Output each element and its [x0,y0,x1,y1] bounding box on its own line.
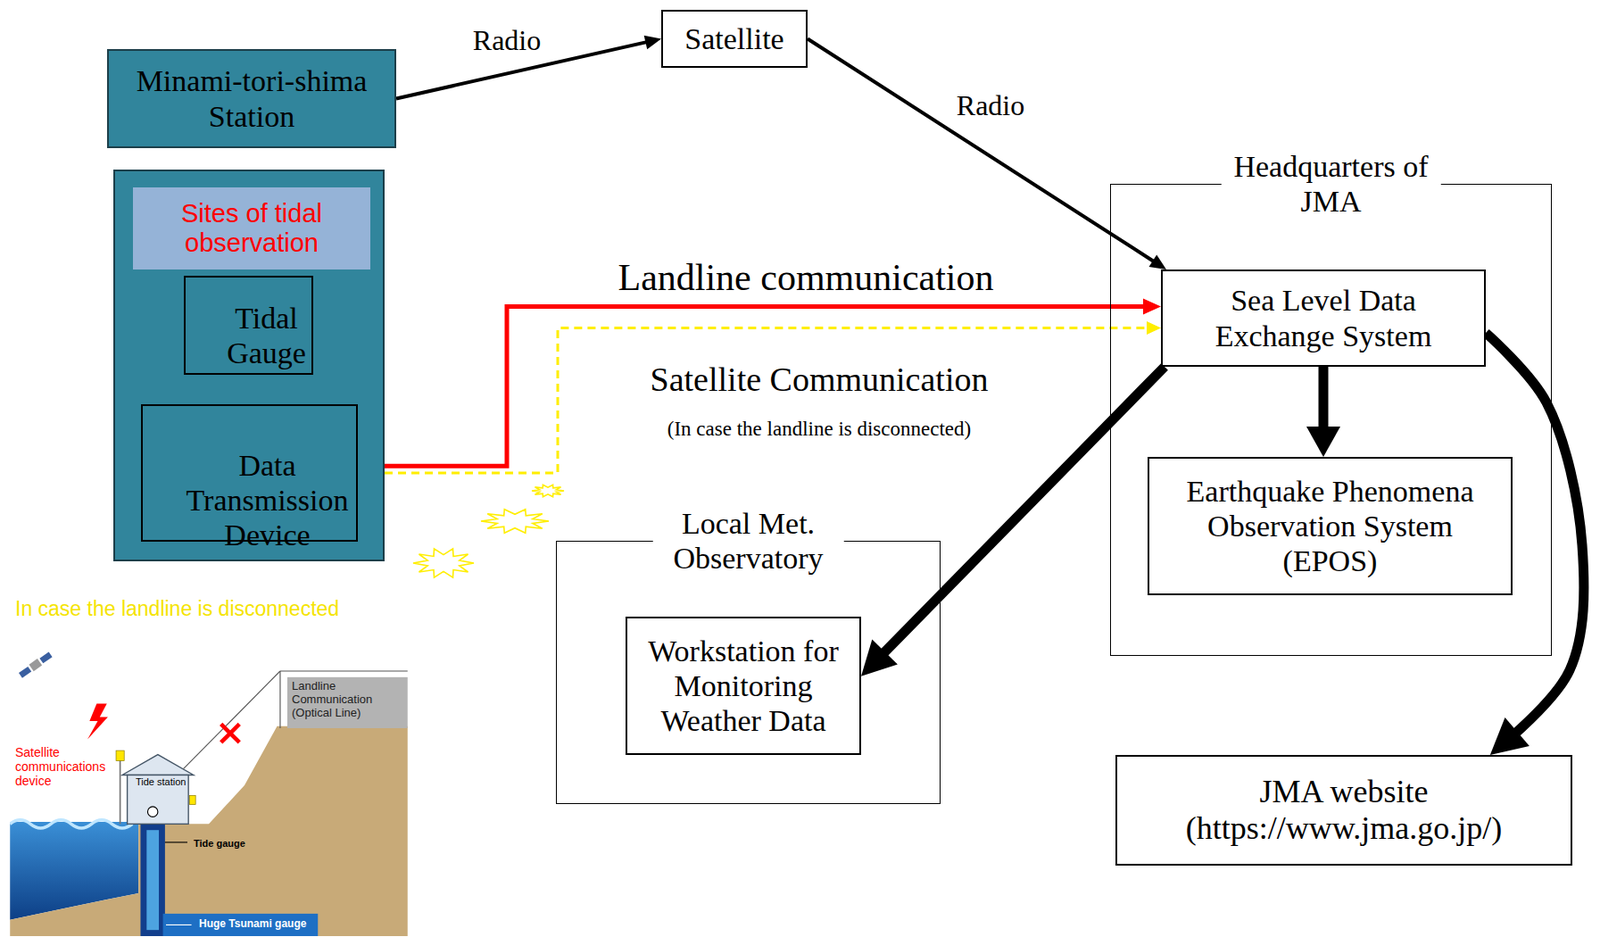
connector-line [357,306,1161,466]
disconnection-burst [480,509,549,534]
station-box: Minami-tori-shima Station [107,49,397,149]
arrowhead [1143,298,1161,315]
wave [9,820,133,829]
hq-region: Headquarters of JMASea Level Data Exchan… [1110,183,1552,656]
illustration-label: Landline Communication (Optical Line) [291,679,408,721]
landline-wire [280,670,408,672]
connector-line [357,327,1161,473]
disconnection-burst [531,484,564,497]
observatory-region: Local Met. ObservatoryWorkstation for Mo… [555,540,941,805]
workstation-box: Workstation for Monitoring Weather Data [625,616,862,755]
landline-panel [287,677,408,729]
hut-roof [122,754,194,776]
arrowhead [1490,717,1530,755]
satellite-arrow [357,321,1161,473]
antenna-pole [119,758,122,824]
arrowhead [1149,255,1167,270]
system-box: Sea Level Data Exchange System [1160,269,1486,367]
device-box [189,795,196,805]
group-heading: Sites of tidal observation [132,187,371,270]
box-label: Minami-tori-shima Station [117,63,386,133]
connector-label: Landline communication [617,256,994,299]
tide-well-water [146,829,159,930]
note: (In case the landline is disconnected) [667,417,971,441]
region-heading: Headquarters of JMA [1220,149,1442,219]
note: In case the landline is disconnected [15,596,340,621]
landline-wire [182,671,281,770]
illustration-label: Satellite communications device [15,745,123,788]
arrowhead [644,35,662,50]
arrowhead [1146,321,1161,335]
box-label: JMA website (https://www.jma.go.jp/) [1126,773,1562,848]
illustration-label: Huge Tsunami gauge [198,918,307,931]
tide-station-hut [127,775,190,825]
land [9,726,408,937]
landline-arrow [357,298,1161,466]
leader-line [165,924,192,926]
system-box: Earthquake Phenomena Observation System … [1147,456,1513,596]
box-label: Sea Level Data Exchange System [1171,282,1476,353]
satellite-device [116,750,125,761]
satellite-icon [17,651,53,680]
disconnection-burst [413,548,474,578]
illustration-label: Tide station [134,776,187,788]
website-box: JMA website (https://www.jma.go.jp/) [1115,754,1573,866]
box-label: Tidal Gauge [212,300,321,383]
gauge-box: Tidal Gauge [183,275,314,375]
site-group: Sites of tidal observationTidal GaugeDat… [113,169,385,562]
box-label: Data Transmission Device [169,447,365,531]
connector-label: Satellite Communication [650,359,989,399]
connector-label: Radio [472,24,541,58]
device-box: Data Transmission Device [140,404,358,542]
radio-arrow [807,39,1167,271]
landline-pole [279,671,281,729]
arrowhead [1306,426,1341,457]
float [147,806,158,817]
arrowhead [861,639,898,677]
connector-line [861,366,1165,677]
thick-arrow [861,366,1165,677]
tsunami-gauge-pipe [163,913,319,937]
lightning-bolt [87,704,108,740]
satellite-box: Satellite [661,9,808,68]
cut-mark [221,723,241,743]
box-label: Satellite [684,21,784,57]
region-heading: Local Met. Observatory [652,505,845,576]
connector-label: Radio [956,89,1025,123]
tide-station-illustration [9,642,408,937]
thick-arrow [1306,366,1341,457]
box-label: Workstation for Monitoring Weather Data [636,633,851,738]
box-label: Earthquake Phenomena Observation System … [1165,473,1496,579]
leader-line [165,841,188,843]
connector-line [807,39,1167,271]
illustration-label: Tide gauge [193,837,246,850]
tide-well [140,821,165,937]
